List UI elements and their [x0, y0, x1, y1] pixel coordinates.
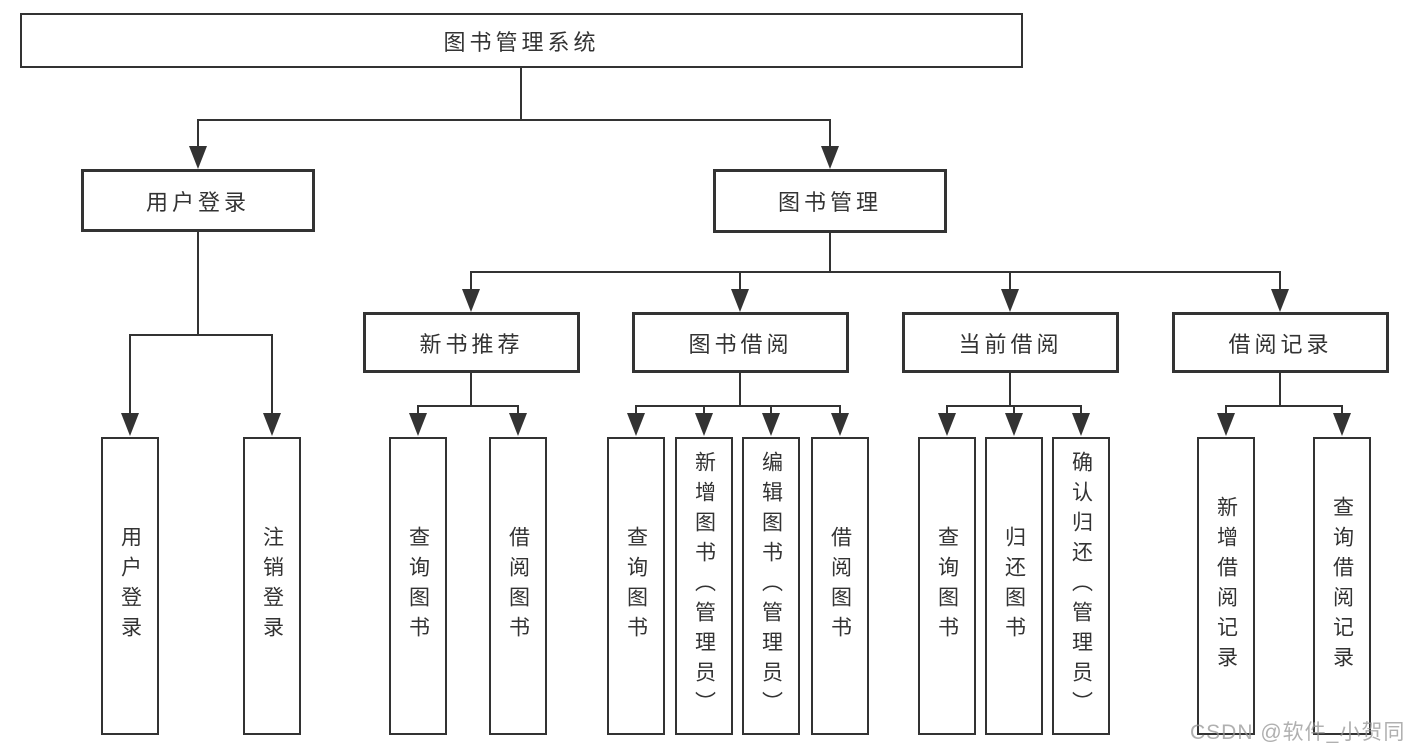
- arrow-down-icon: [1005, 413, 1023, 436]
- connector-line: [271, 334, 273, 416]
- connector-line: [1080, 405, 1082, 417]
- connector-line: [1013, 405, 1015, 417]
- connector-line: [417, 405, 419, 417]
- node-label: 借阅记录: [1228, 331, 1333, 357]
- node-label: 图书管理系统: [443, 29, 600, 55]
- arrow-down-icon: [1271, 289, 1289, 312]
- arrow-down-icon: [409, 413, 427, 436]
- node-label: 图书借阅: [688, 331, 793, 357]
- node-label: 查询图书: [406, 526, 430, 646]
- arrow-down-icon: [263, 413, 281, 436]
- arrow-down-icon: [938, 413, 956, 436]
- connector-line: [770, 405, 772, 417]
- node-label: 归还图书: [1002, 526, 1026, 646]
- connector-line: [946, 405, 948, 417]
- connector-line: [1225, 405, 1343, 407]
- arrow-down-icon: [121, 413, 139, 436]
- connector-line: [197, 232, 199, 335]
- node-label: 借阅图书: [506, 526, 530, 646]
- leaf-return-books: 归还图书: [985, 437, 1043, 735]
- node-label: 注销登录: [260, 526, 284, 646]
- arrow-down-icon: [189, 146, 207, 169]
- node-label: 查询借阅记录: [1330, 496, 1354, 676]
- connector-line: [1341, 405, 1343, 417]
- arrow-down-icon: [695, 413, 713, 436]
- node-borrowing-records: 借阅记录: [1172, 312, 1389, 373]
- node-current-borrowing: 当前借阅: [902, 312, 1119, 373]
- leaf-add-books-admin: 新增图书（管理员）: [675, 437, 733, 735]
- leaf-borrow-books-recommendation: 借阅图书: [489, 437, 547, 735]
- connector-line: [829, 233, 831, 272]
- node-label: 新书推荐: [419, 331, 524, 357]
- connector-line: [470, 271, 472, 291]
- arrow-down-icon: [762, 413, 780, 436]
- leaf-query-books-current: 查询图书: [918, 437, 976, 735]
- node-label: 新增图书（管理员）: [692, 451, 716, 721]
- connector-line: [1279, 373, 1281, 406]
- node-label: 用户登录: [118, 526, 142, 646]
- connector-line: [197, 119, 831, 121]
- connector-line: [1009, 373, 1011, 406]
- node-label: 查询图书: [935, 526, 959, 646]
- connector-line: [703, 405, 705, 417]
- node-library-management-system: 图书管理系统: [20, 13, 1023, 68]
- arrow-down-icon: [821, 146, 839, 169]
- connector-line: [1009, 271, 1011, 291]
- leaf-logout: 注销登录: [243, 437, 301, 735]
- node-book-management: 图书管理: [713, 169, 947, 233]
- connector-line: [739, 373, 741, 406]
- node-label: 借阅图书: [828, 526, 852, 646]
- arrow-down-icon: [462, 289, 480, 312]
- connector-line: [1225, 405, 1227, 417]
- connector-line: [635, 405, 841, 407]
- csdn-watermark: CSDN @软件_小贺同学: [1190, 721, 1405, 744]
- connector-line: [417, 405, 519, 407]
- node-label: 图书管理: [777, 190, 882, 215]
- connector-line: [197, 119, 199, 149]
- leaf-confirm-return-admin: 确认归还（管理员）: [1052, 437, 1110, 735]
- arrow-down-icon: [1072, 413, 1090, 436]
- arrow-down-icon: [831, 413, 849, 436]
- node-book-borrowing: 图书借阅: [632, 312, 849, 373]
- connector-line: [635, 405, 637, 417]
- node-label: 当前借阅: [958, 331, 1063, 357]
- leaf-edit-books-admin: 编辑图书（管理员）: [742, 437, 800, 735]
- arrow-down-icon: [1001, 289, 1019, 312]
- leaf-borrow-books-borrowing: 借阅图书: [811, 437, 869, 735]
- connector-line: [470, 271, 1281, 273]
- arrow-down-icon: [1217, 413, 1235, 436]
- connector-line: [129, 334, 273, 336]
- connector-line: [739, 271, 741, 291]
- node-label: 确认归还（管理员）: [1069, 451, 1093, 721]
- connector-line: [839, 405, 841, 417]
- node-label: 新增借阅记录: [1214, 496, 1238, 676]
- connector-line: [470, 373, 472, 406]
- connector-line: [520, 66, 522, 120]
- node-user-login: 用户登录: [81, 169, 315, 232]
- leaf-query-borrow-record: 查询借阅记录: [1313, 437, 1371, 735]
- connector-line: [129, 334, 131, 416]
- node-label: 编辑图书（管理员）: [759, 451, 783, 721]
- node-label: 用户登录: [145, 189, 250, 215]
- arrow-down-icon: [627, 413, 645, 436]
- leaf-user-login: 用户登录: [101, 437, 159, 735]
- connector-line: [517, 405, 519, 417]
- connector-line: [829, 119, 831, 149]
- connector-line: [1279, 271, 1281, 291]
- leaf-query-books-borrowing: 查询图书: [607, 437, 665, 735]
- leaf-add-borrow-record: 新增借阅记录: [1197, 437, 1255, 735]
- leaf-query-books-recommendation: 查询图书: [389, 437, 447, 735]
- node-new-book-recommendation: 新书推荐: [363, 312, 580, 373]
- arrow-down-icon: [509, 413, 527, 436]
- node-label: 查询图书: [624, 526, 648, 646]
- arrow-down-icon: [1333, 413, 1351, 436]
- arrow-down-icon: [731, 289, 749, 312]
